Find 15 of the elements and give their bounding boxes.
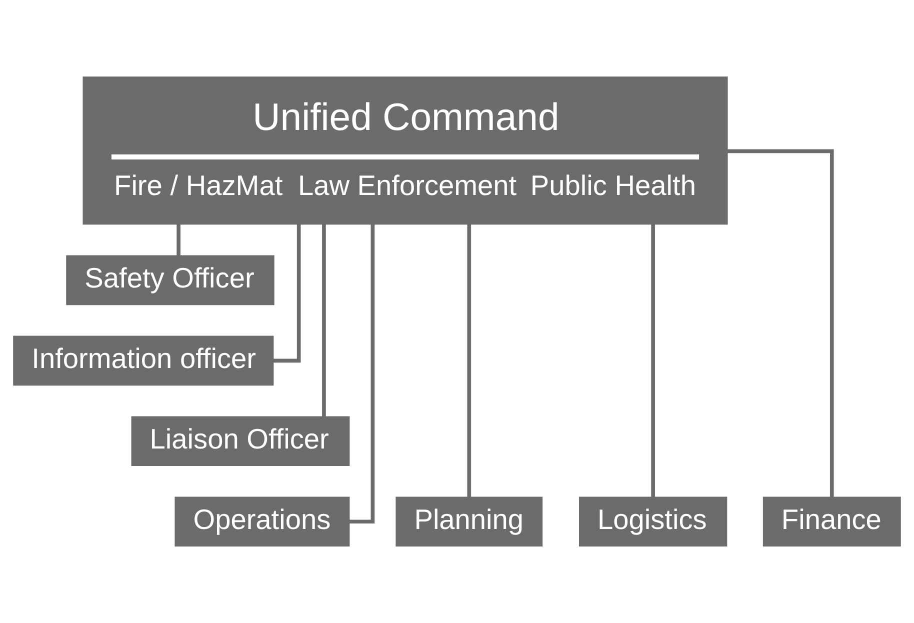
node-box: Unified Command Fire / HazMat Law Enforcement Public Health <box>82 76 728 225</box>
connector <box>322 224 326 417</box>
node-box: Operations <box>174 496 350 547</box>
node-box: Finance <box>762 496 901 547</box>
node-box: Planning <box>396 496 543 547</box>
node-box: Liaison Officer <box>131 416 350 466</box>
connector <box>176 224 180 256</box>
connector <box>349 224 375 524</box>
connector <box>728 149 834 498</box>
node-box: Safety Officer <box>66 255 274 306</box>
node-box: Logistics <box>578 496 728 547</box>
connector <box>467 224 472 498</box>
connector <box>651 224 655 498</box>
node-box: Information officer <box>13 336 274 386</box>
connector <box>273 224 301 363</box>
